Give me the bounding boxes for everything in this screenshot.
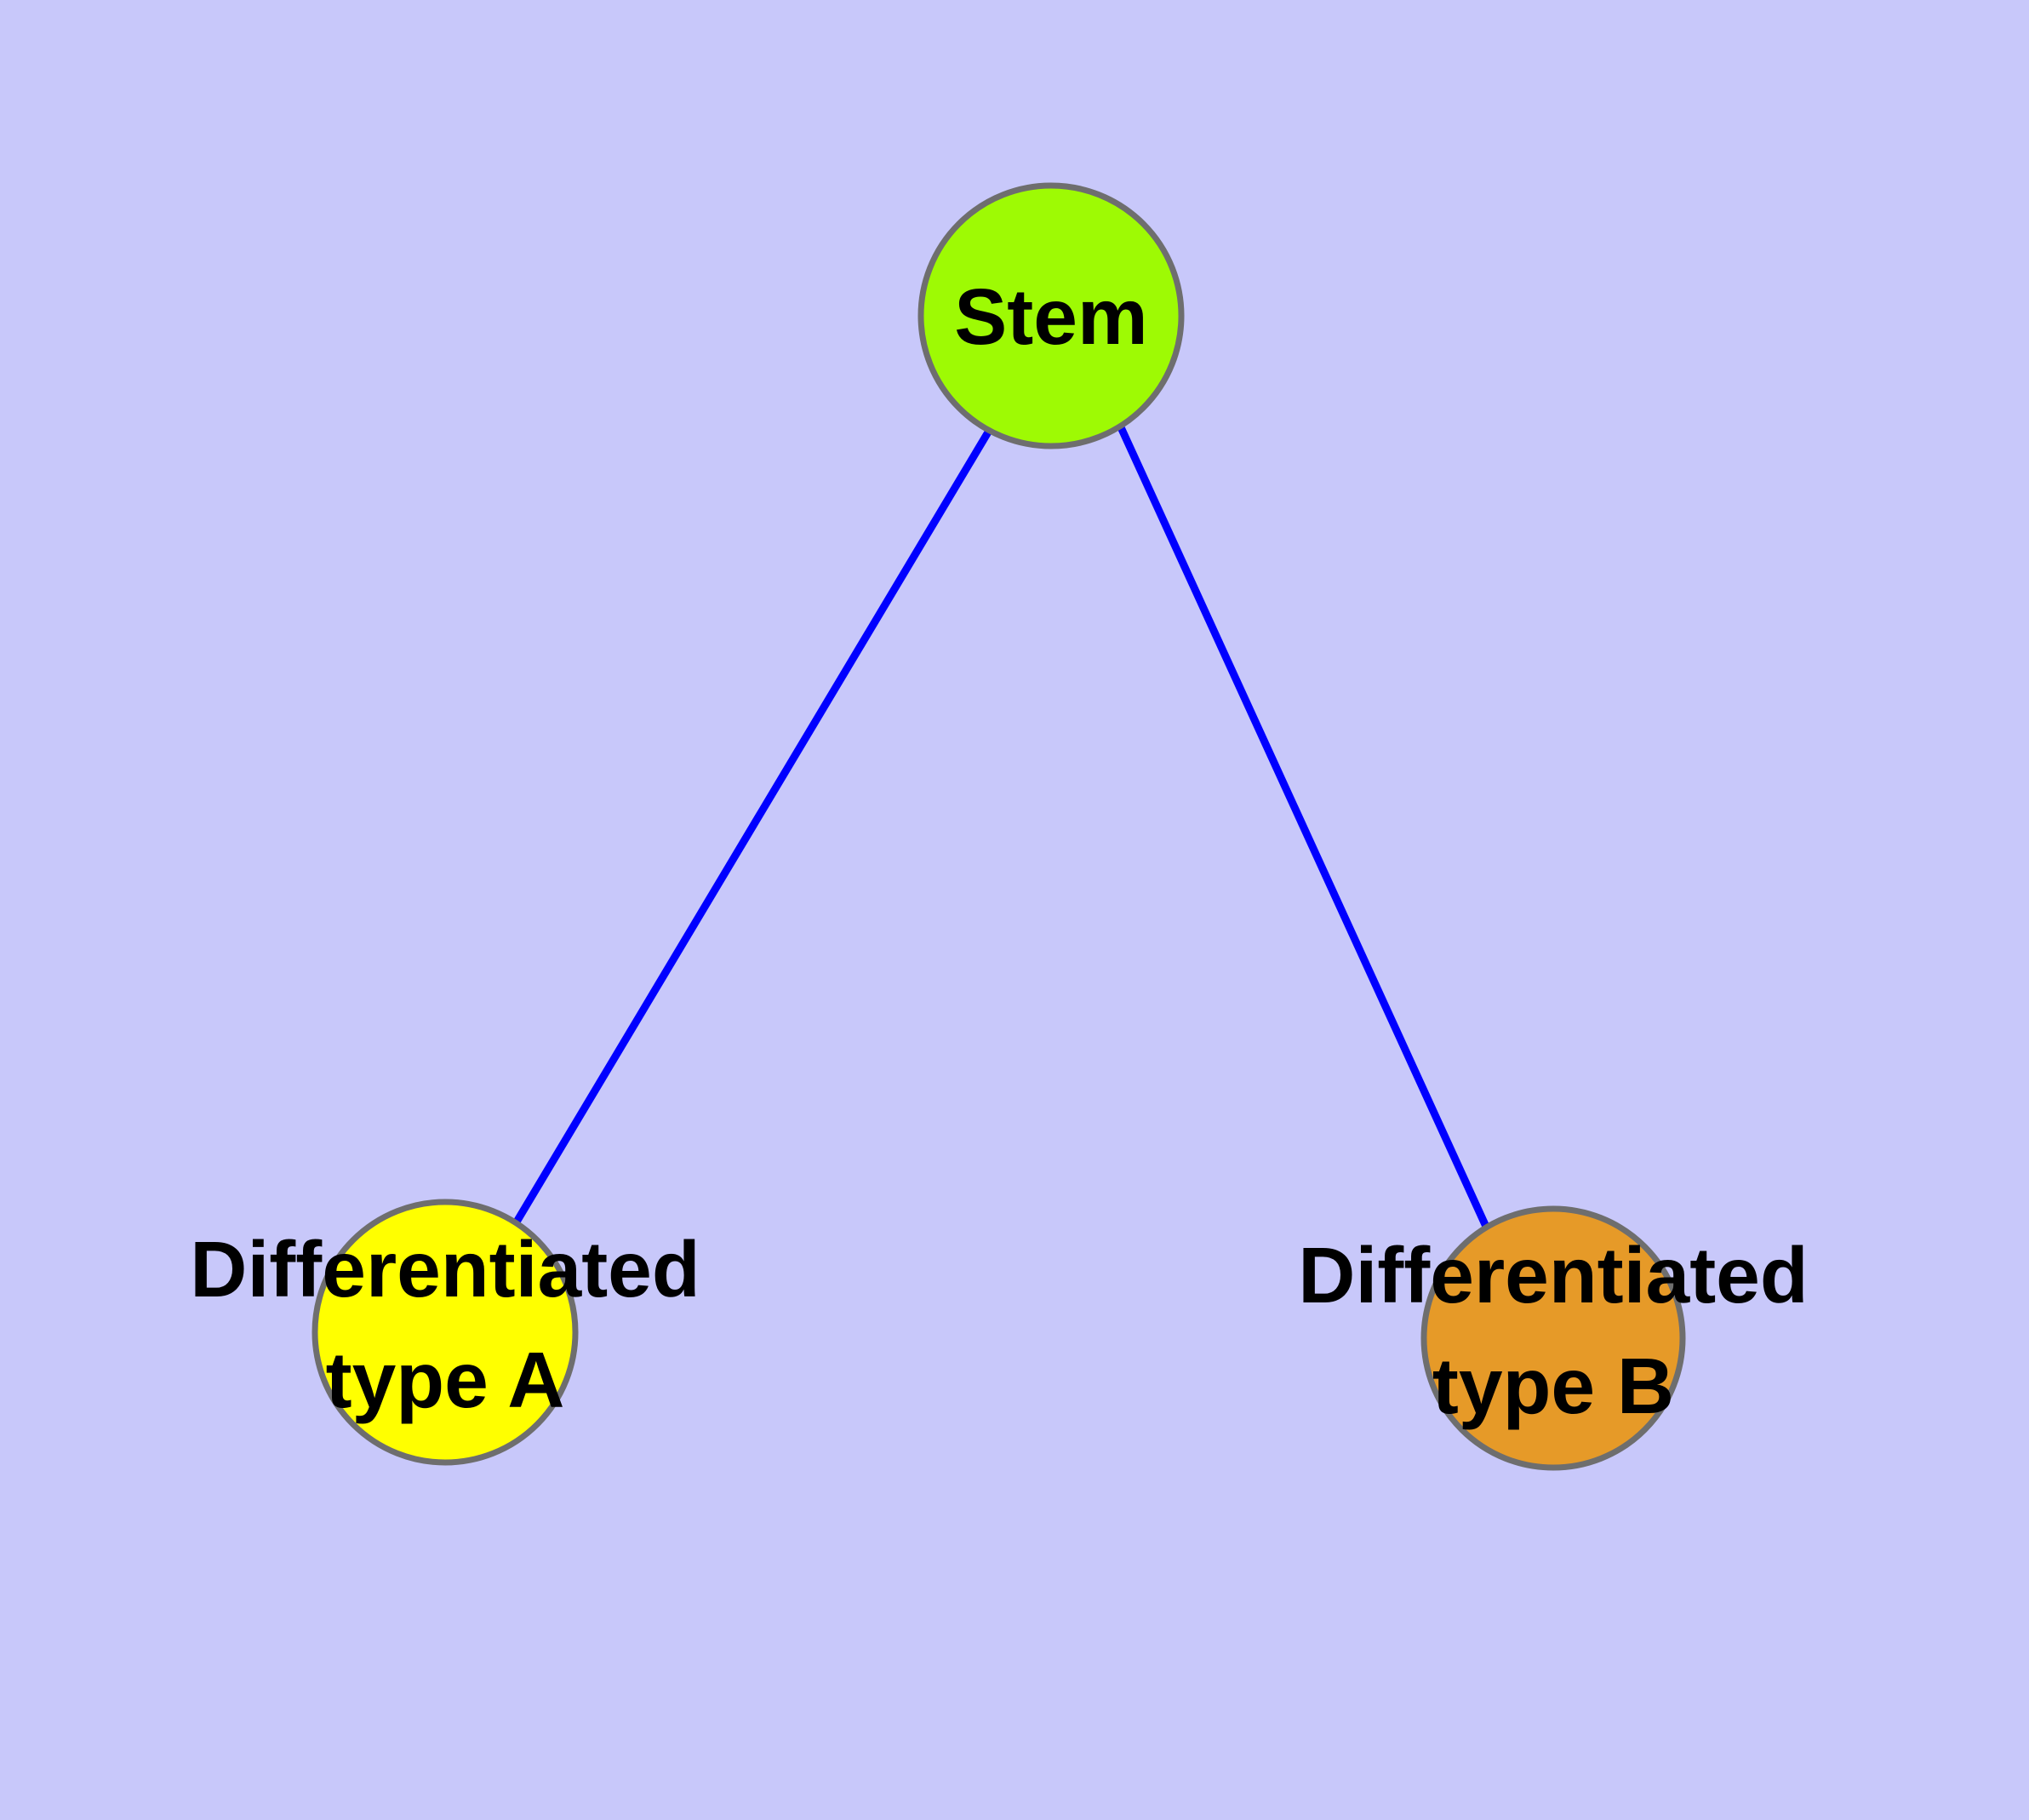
node-differentiated-type-a-circle[interactable] — [311, 1199, 579, 1466]
edge-stem-to-differentiated-type-b[interactable] — [1117, 426, 1491, 1230]
node-differentiated-type-b-label-line2: type B — [1432, 1342, 1674, 1430]
node-differentiated-type-b-circle[interactable] — [1420, 1205, 1686, 1471]
edge-stem-to-differentiated-type-a[interactable] — [512, 428, 992, 1226]
nodes-group: Stem Differentiated type A Differentiate… — [190, 182, 1809, 1471]
node-stem-label-line1: Stem — [954, 272, 1147, 361]
node-differentiated-type-a[interactable]: Differentiated type A — [190, 1199, 700, 1466]
node-differentiated-type-b-label-line1: Differentiated — [1298, 1231, 1808, 1319]
node-differentiated-type-a-label-line2: type A — [326, 1336, 565, 1424]
edges-group — [512, 426, 1491, 1230]
node-differentiated-type-a-label-line1: Differentiated — [190, 1225, 700, 1313]
node-stem[interactable]: Stem — [917, 182, 1185, 449]
node-stem-circle[interactable] — [917, 182, 1185, 449]
node-differentiated-type-b[interactable]: Differentiated type B — [1298, 1205, 1809, 1471]
